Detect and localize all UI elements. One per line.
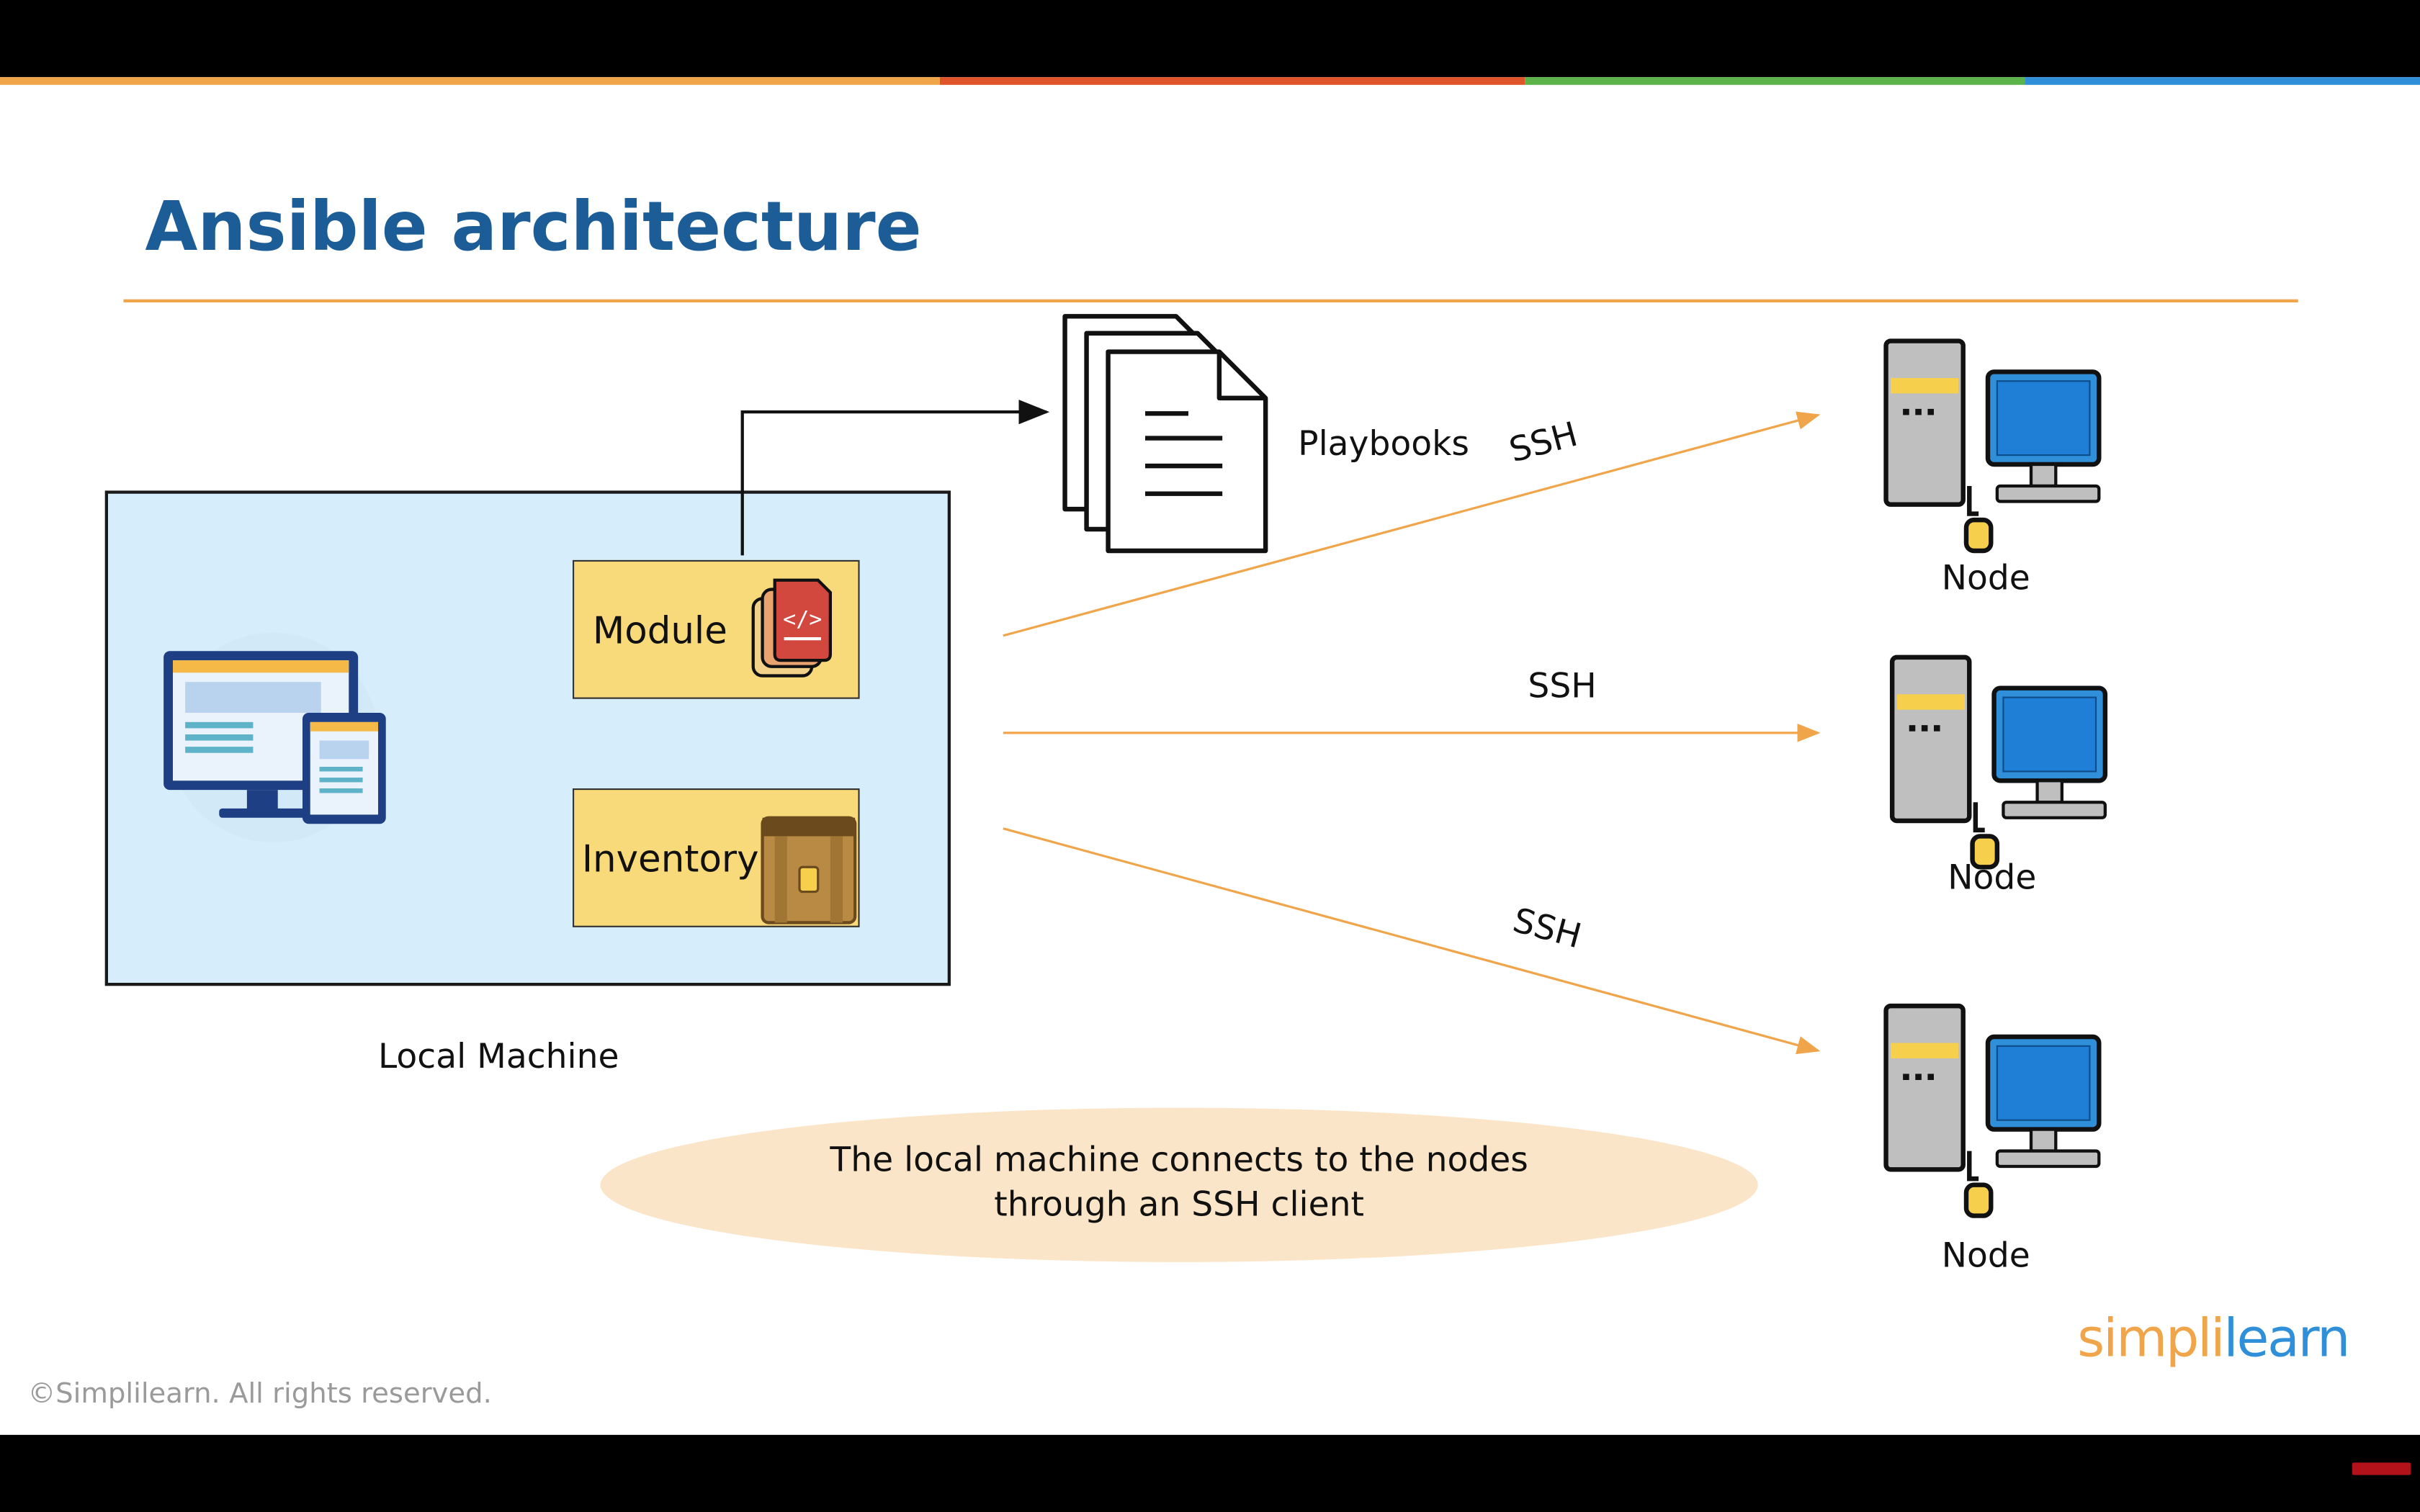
top-stripe-blue: [2025, 77, 2420, 85]
top-stripe-green: [1525, 77, 2025, 85]
node-label-3: Node: [1941, 1237, 2030, 1277]
computer-icon: [1883, 338, 2102, 554]
page-title: Ansible architecture: [145, 188, 922, 267]
callout-text: The local machine connects to the nodes …: [830, 1141, 1528, 1225]
code-file-icon: </>: [751, 578, 833, 678]
ssh-label-2: SSH: [1528, 667, 1597, 707]
module-label: Module: [592, 609, 727, 653]
title-divider: [123, 299, 2298, 302]
subscribe-badge[interactable]: [2352, 1462, 2411, 1475]
callout-ellipse: The local machine connects to the nodes …: [600, 1107, 1758, 1262]
playbooks-label: Playbooks: [1298, 426, 1469, 464]
computer-icon: [1883, 1003, 2102, 1218]
desktop-tablet-icon: [163, 632, 386, 842]
node-label-1: Node: [1941, 559, 2030, 599]
briefcase-icon: [761, 816, 857, 924]
svg-text:</>: </>: [783, 607, 822, 632]
module-to-playbooks-arrow: [740, 399, 1050, 556]
top-stripe-orange: [0, 77, 940, 85]
computer-icon: [1889, 654, 2108, 870]
documents-stack-icon: [1062, 314, 1268, 554]
ssh-arrow-1: [1003, 411, 1821, 637]
top-stripe-red: [940, 77, 1525, 85]
simplilearn-logo: simplilearn: [2077, 1308, 2350, 1370]
local-machine-label: Local Machine: [378, 1038, 619, 1077]
copyright-text: ©Simplilearn. All rights reserved.: [27, 1377, 492, 1410]
module-component: Module </>: [573, 559, 860, 699]
inventory-component: Inventory: [573, 788, 860, 927]
ssh-arrow-3: [1003, 827, 1821, 1055]
node-label-2: Node: [1948, 859, 2037, 899]
inventory-label: Inventory: [581, 837, 759, 881]
